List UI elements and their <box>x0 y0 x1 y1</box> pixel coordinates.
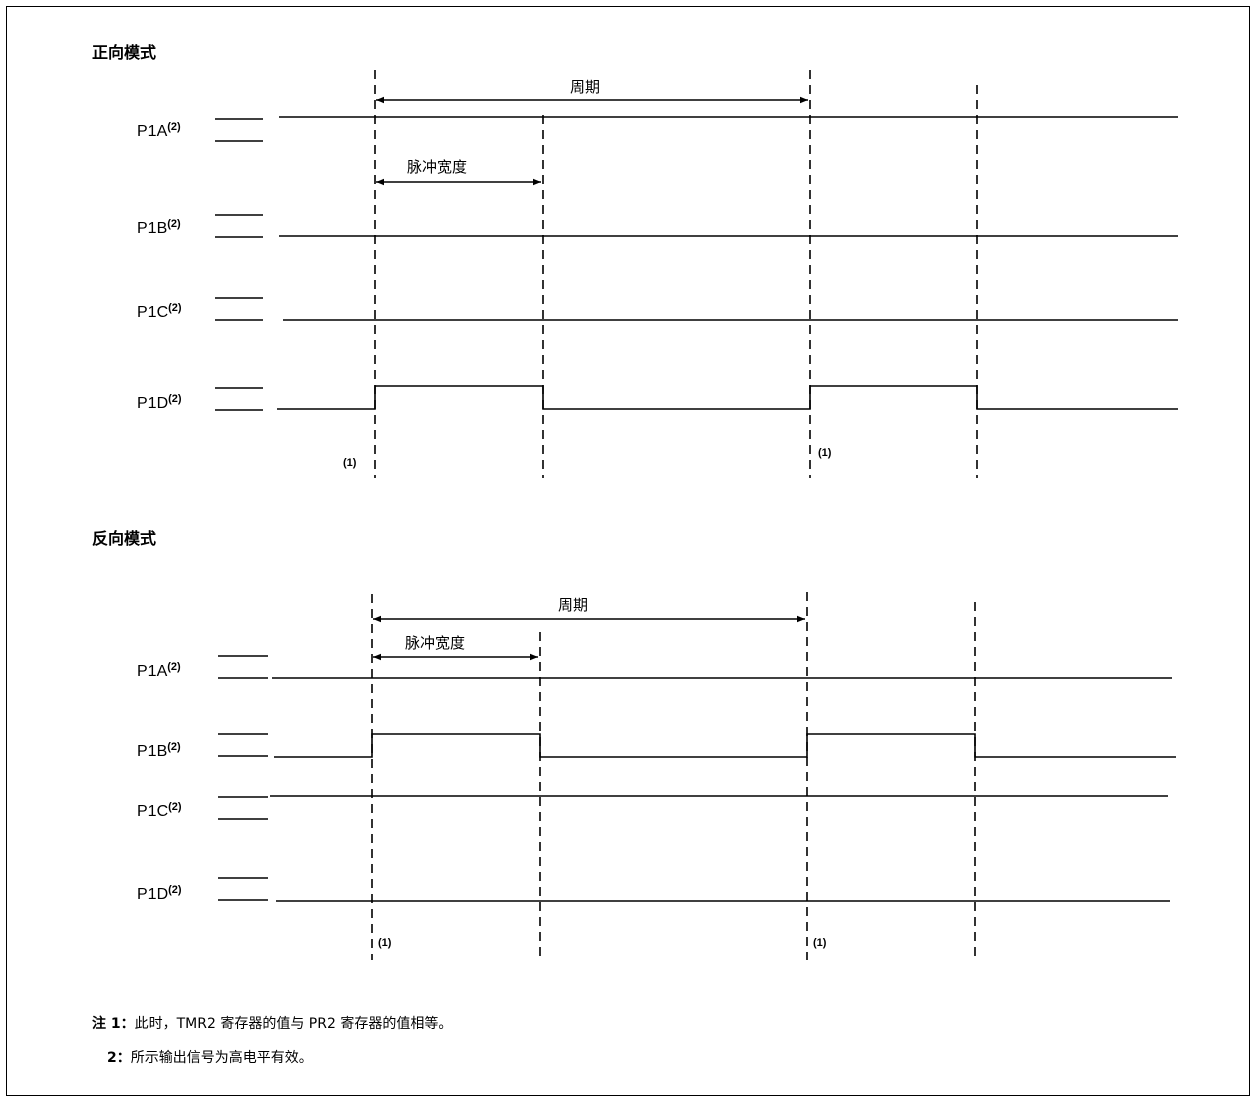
reverse-signal-p1d: P1D(2) <box>137 884 182 903</box>
forward-dashed-guides <box>374 70 978 478</box>
reverse-marker-2: (1) <box>813 937 827 949</box>
forward-level-indicators <box>215 118 263 411</box>
forward-wave-p1d <box>277 385 1178 410</box>
forward-signal-p1d: P1D(2) <box>137 393 182 412</box>
forward-signal-p1b: P1B(2) <box>137 218 181 237</box>
forward-pulse-label: 脉冲宽度 <box>407 158 467 176</box>
reverse-signal-p1a: P1A(2) <box>137 661 181 680</box>
reverse-period-label: 周期 <box>558 596 588 614</box>
note-2: 2：所示输出信号为高电平有效。 <box>107 1049 313 1066</box>
forward-signal-p1c: P1C(2) <box>137 302 182 321</box>
reverse-signal-p1b: P1B(2) <box>137 741 181 760</box>
forward-marker-2: (1) <box>818 447 832 459</box>
reverse-title: 反向模式 <box>92 529 156 548</box>
forward-marker-1: (1) <box>343 457 357 469</box>
forward-title: 正向模式 <box>92 43 156 62</box>
reverse-marker-1: (1) <box>378 937 392 949</box>
reverse-dashed-guides <box>371 592 976 960</box>
reverse-pulse-label: 脉冲宽度 <box>405 634 465 652</box>
reverse-wave-p1b <box>274 733 1176 758</box>
forward-waveforms <box>277 116 1178 410</box>
note-1: 注 1：此时，TMR2 寄存器的值与 PR2 寄存器的值相等。 <box>92 1015 452 1032</box>
forward-signal-p1a: P1A(2) <box>137 121 181 140</box>
reverse-level-indicators <box>218 655 268 901</box>
reverse-waveforms <box>270 677 1176 902</box>
forward-period-label: 周期 <box>570 78 600 96</box>
reverse-signal-p1c: P1C(2) <box>137 801 182 820</box>
